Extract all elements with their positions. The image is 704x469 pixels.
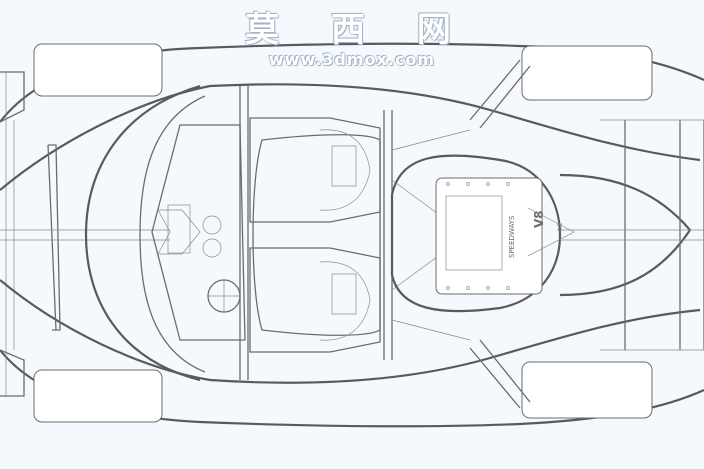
front-vent [47,144,61,331]
engine-intake [445,195,503,271]
rear-centerline [560,229,704,241]
rear-wing-endplates [600,119,704,351]
front-bumper [0,71,25,397]
seat-right-headrest [331,273,357,315]
seat-right-bolster [319,261,371,341]
engine-badge-chevron [527,207,575,257]
windscreen-frame [84,84,201,382]
roll-hoop-rear [383,110,393,360]
rear-left-wheel [521,45,653,101]
instrument-panel [167,204,191,254]
rear-strut-upper [469,59,531,129]
seat-left-headrest [331,145,357,187]
rear-right-wheel [521,361,653,419]
engine-badge: V8 [532,210,546,228]
seat-left-bolster [319,129,371,211]
front-right-wheel [33,369,163,423]
dashboard [151,124,246,341]
seat-bay [252,134,381,336]
engine-badge-sub: 4.2 [557,222,564,232]
gauge-left [202,215,222,235]
front-splitter-lines [5,72,15,396]
rear-wing [624,120,704,350]
roll-hoop-front [239,86,249,380]
steering-spokes [208,280,240,312]
rear-strut-lower [469,339,531,409]
roll-bar-struts [391,129,471,341]
engine-cover [435,177,543,295]
dash-arc [139,95,206,373]
engine-fasteners [446,182,510,290]
engine-brand-text: SPEEDWAYS [508,215,516,258]
seat-right [249,247,381,353]
engine-bay [390,154,562,313]
seat-left [249,117,381,223]
gauge-right [202,238,222,258]
front-left-wheel [33,43,163,97]
center-console-arrow [157,209,201,255]
